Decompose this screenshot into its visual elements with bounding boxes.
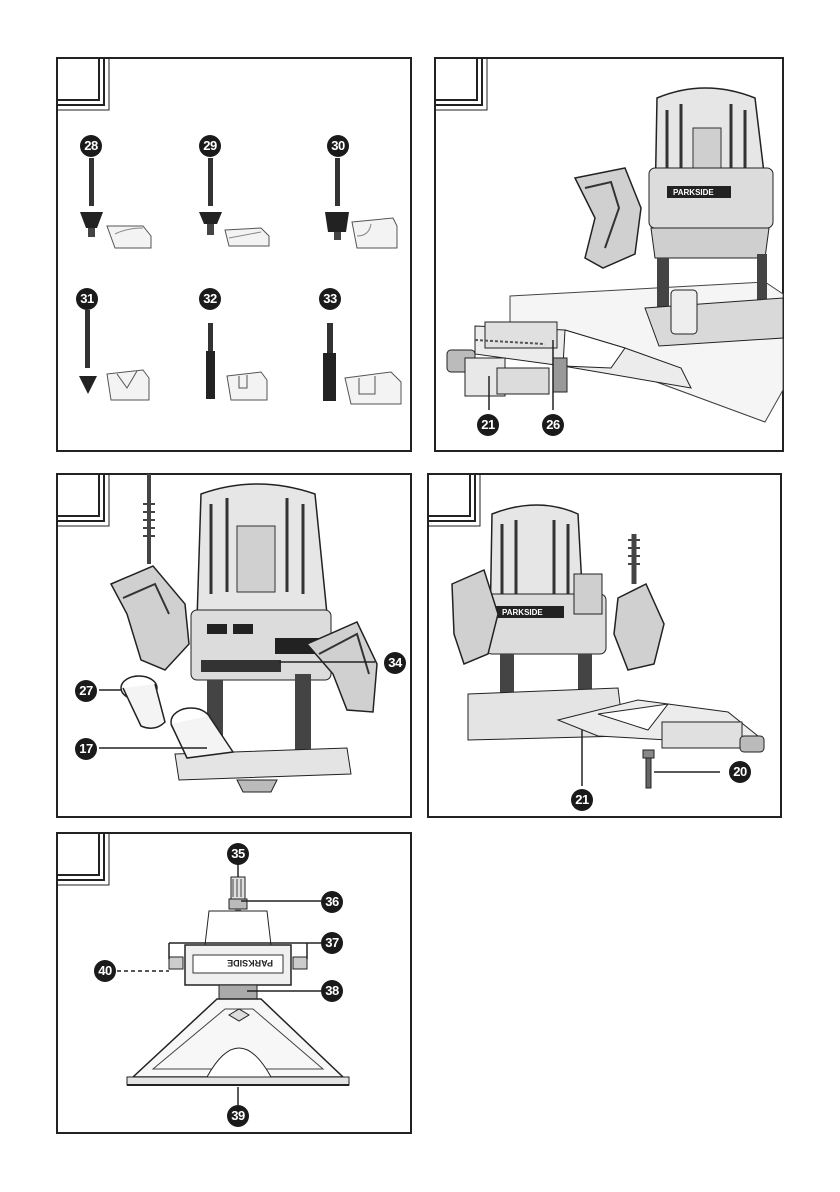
panel-router-bits: 28 29 30 31 32 33	[57, 58, 411, 451]
guide-base	[127, 999, 349, 1085]
brand-logo: PARKSIDE	[502, 608, 543, 617]
router-bit-30-icon	[325, 158, 397, 248]
router-bit-28-icon	[80, 158, 151, 248]
panel-a-frame	[57, 58, 411, 451]
callout-29: 29	[199, 135, 221, 157]
callout-32: 32	[199, 288, 221, 310]
panel-e-illustration: PARKSIDE	[57, 833, 411, 1133]
callout-38: 38	[321, 980, 343, 1002]
router-bit-29-icon	[199, 158, 269, 246]
callout-33: 33	[319, 288, 341, 310]
panel-c-illustration	[57, 474, 411, 817]
callout-27: 27	[75, 680, 97, 702]
callout-31: 31	[76, 288, 98, 310]
panel-b-illustration: PARKSIDE	[435, 58, 783, 451]
callout-30: 30	[327, 135, 349, 157]
callout-34: 34	[384, 652, 406, 674]
callout-28: 28	[80, 135, 102, 157]
brand-logo: PARKSIDE	[227, 958, 273, 968]
callout-21: 21	[571, 789, 593, 811]
panel-router-dust-adapter: 27 17 34	[57, 474, 411, 817]
router-bit-31-icon	[79, 310, 149, 400]
panel-router-guide-assembly: PARKSIDE 21 20	[428, 474, 781, 817]
panel-d-illustration: PARKSIDE	[428, 474, 781, 817]
brand-logo: PARKSIDE	[673, 188, 714, 197]
guide-pin	[643, 750, 654, 788]
callout-35: 35	[227, 843, 249, 865]
panel-router-with-parallel-guide: PARKSIDE 21 26	[435, 58, 783, 451]
callout-37: 37	[321, 932, 343, 954]
callout-20: 20	[729, 761, 751, 783]
panel-guide-detail: PARKSIDE 35 36 37 38 39 40	[57, 833, 411, 1133]
router-bit-33-icon	[323, 323, 401, 404]
callout-21: 21	[477, 414, 499, 436]
callout-39: 39	[227, 1105, 249, 1127]
callout-36: 36	[321, 891, 343, 913]
callout-26: 26	[542, 414, 564, 436]
router-bit-32-icon	[206, 323, 267, 400]
callout-40: 40	[94, 960, 116, 982]
callout-17: 17	[75, 738, 97, 760]
